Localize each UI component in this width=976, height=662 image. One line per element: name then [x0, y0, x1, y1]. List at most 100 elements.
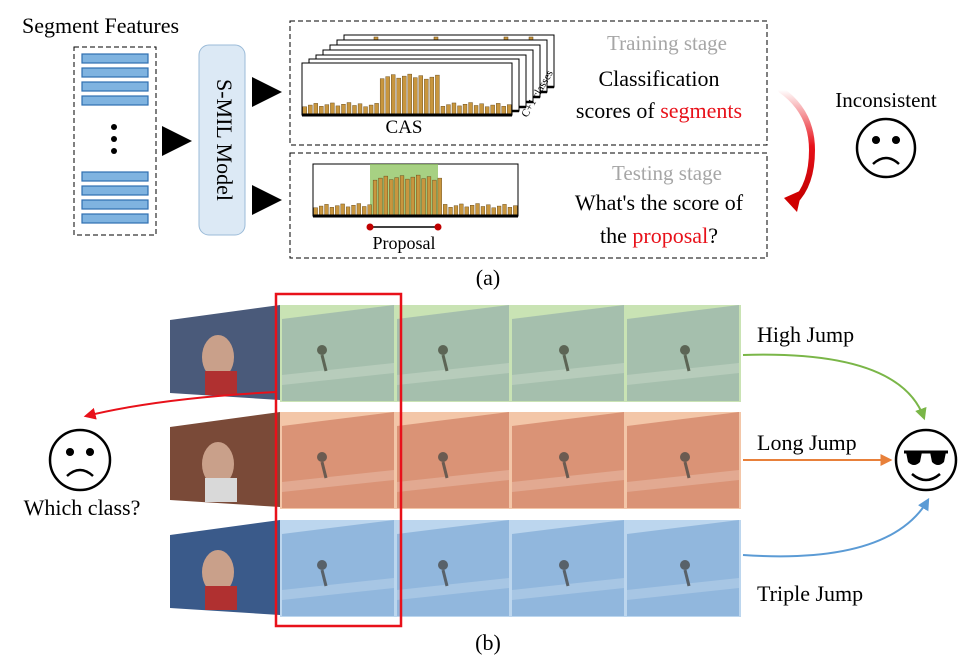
cas-bar — [424, 78, 429, 116]
athlete-face — [202, 550, 234, 594]
test-cas-chart — [312, 163, 519, 218]
test-bar — [410, 176, 415, 217]
athlete-figure — [317, 452, 327, 462]
athlete-body — [320, 354, 328, 372]
row-tint-overlay — [282, 305, 741, 402]
cas-bar — [429, 76, 435, 116]
sad-face-icon-b — [48, 428, 112, 492]
video-frame — [397, 520, 509, 616]
test-bar — [475, 203, 480, 217]
caption-b: (b) — [475, 630, 501, 655]
test-bar — [351, 205, 356, 217]
test-bar — [356, 203, 361, 217]
track-stripe — [282, 363, 394, 385]
athlete-figure — [680, 560, 690, 570]
test-bar — [378, 177, 383, 217]
video-frame — [282, 412, 394, 508]
cas-bar — [418, 75, 423, 116]
athlete-shirt — [205, 371, 237, 395]
which-class-label: Which class? — [24, 495, 141, 520]
track-stripe — [627, 363, 739, 385]
cas-bar — [341, 104, 346, 116]
track-stripe — [397, 578, 509, 600]
training-stage-label: Training stage — [607, 31, 727, 55]
cas-bar — [330, 102, 335, 116]
label-high-jump: High Jump — [757, 322, 854, 347]
row-tint-overlay — [282, 412, 741, 509]
cas-bar — [413, 77, 418, 116]
athlete-figure — [680, 452, 690, 462]
testing-line2: the proposal? — [600, 223, 718, 248]
test-bar — [426, 176, 432, 217]
proposal-label: Proposal — [373, 233, 436, 253]
inconsistent-arrow-head — [784, 190, 802, 212]
test-bar — [437, 177, 442, 217]
training-line1: Classification — [599, 66, 720, 91]
sad-face-icon-a — [855, 117, 917, 179]
athlete-face — [202, 335, 234, 379]
cas-stack — [301, 34, 555, 117]
arrow-triple-jump — [742, 497, 930, 558]
video-frame — [397, 305, 509, 401]
athlete-body — [441, 354, 449, 372]
test-bar — [470, 205, 475, 217]
track-stripe — [282, 578, 394, 600]
vertical-ellipsis-icon — [111, 124, 117, 154]
test-bar — [513, 205, 518, 217]
segments-highlight: segments — [660, 98, 742, 123]
training-line2: scores of segments — [576, 98, 742, 123]
athlete-figure — [438, 560, 448, 570]
cas-bar — [324, 104, 330, 116]
cas-bar — [468, 102, 473, 116]
athlete-face — [202, 442, 234, 486]
cas-bar — [446, 104, 451, 116]
test-bar — [389, 179, 394, 217]
track-stripe — [627, 578, 739, 600]
athlete-figure — [559, 345, 569, 355]
cas-bar — [479, 103, 484, 116]
track-stripe — [397, 363, 509, 385]
track-stripe — [512, 363, 624, 385]
inconsistent-arrow — [778, 87, 816, 205]
test-bar — [432, 179, 437, 217]
cas-bar — [385, 76, 390, 116]
cas-bar — [374, 103, 379, 116]
track-stripe — [512, 470, 624, 492]
track-stripe — [397, 470, 509, 492]
training-line2-prefix: scores of — [576, 98, 660, 123]
cas-bar — [496, 103, 501, 116]
athlete-figure — [317, 560, 327, 570]
athlete-body — [683, 461, 691, 479]
cas-bar — [507, 104, 512, 116]
test-bar — [421, 178, 426, 217]
test-bar — [394, 177, 399, 217]
testing-stage-label: Testing stage — [612, 161, 722, 185]
cas-bar — [462, 104, 468, 116]
athlete-body — [562, 569, 570, 587]
test-bar — [453, 205, 459, 217]
cas-bar — [402, 75, 407, 116]
athlete-figure — [680, 345, 690, 355]
proposal-highlight: proposal — [632, 223, 708, 248]
athlete-figure — [317, 345, 327, 355]
feature-blocks-top — [81, 53, 149, 106]
segment-features-box — [73, 46, 157, 236]
test-bar — [367, 204, 372, 217]
cas-bar — [379, 78, 385, 116]
caption-a: (a) — [476, 265, 500, 290]
test-bar — [335, 205, 340, 217]
test-bar — [459, 203, 464, 217]
inconsistent-label: Inconsistent — [835, 88, 937, 112]
athlete-body — [320, 569, 328, 587]
track-stripe — [282, 470, 394, 492]
segment-features-label: Segment Features — [22, 13, 179, 38]
cas-bar — [313, 103, 318, 116]
athlete-body — [562, 354, 570, 372]
arrow-high-jump — [742, 353, 927, 421]
cas-bar — [435, 74, 440, 116]
s-mil-model-box — [198, 44, 246, 236]
athlete-figure — [559, 452, 569, 462]
athlete-body — [683, 354, 691, 372]
athlete-figure — [559, 560, 569, 570]
